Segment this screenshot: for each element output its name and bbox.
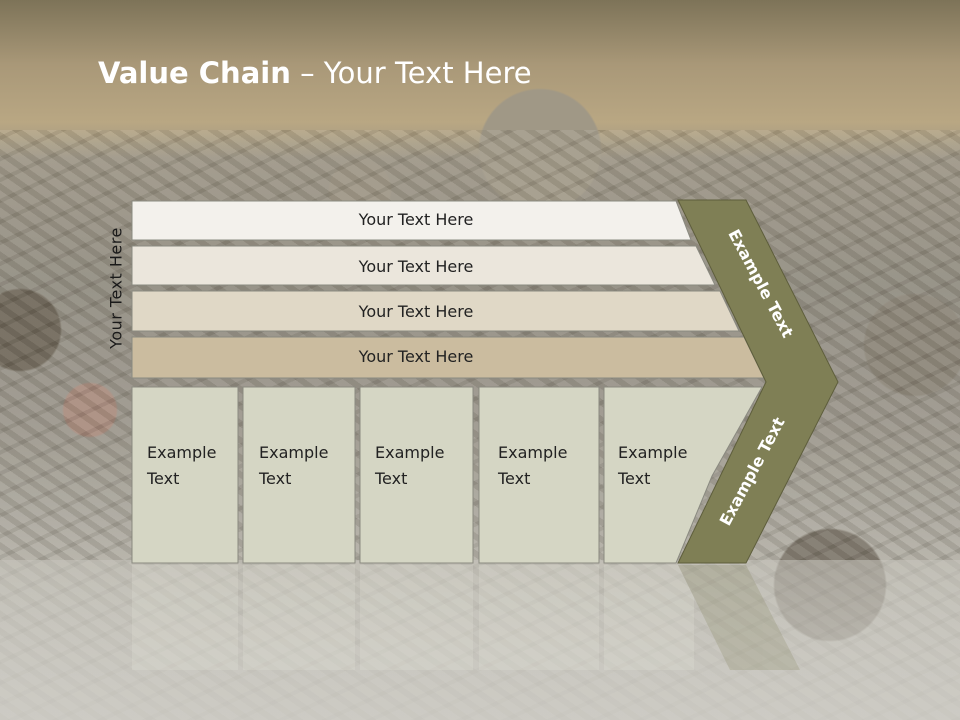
support-bar: Your Text Here (131, 336, 765, 379)
support-bars: Your Text Here Your Text Here Your Text … (131, 200, 765, 379)
support-bar-label: Your Text Here (358, 347, 474, 366)
support-bar: Your Text Here (131, 290, 740, 332)
svg-text:Example: Example (375, 443, 444, 462)
primary-column-box (603, 386, 763, 564)
primary-column: Example Text (242, 386, 356, 564)
columns-reflection (132, 565, 800, 670)
primary-column-line1: Example (147, 443, 216, 462)
primary-column-box (478, 386, 600, 564)
primary-column-line2: Text (258, 469, 291, 488)
support-bar-shape (131, 245, 716, 286)
svg-text:Text: Text (374, 469, 407, 488)
primary-column: Example Text (603, 386, 763, 564)
margin-arrow-shape (677, 199, 839, 564)
primary-column-box (359, 386, 474, 564)
title-rest: – Your Text Here (290, 56, 532, 90)
support-bar-label: Your Text Here (358, 210, 474, 229)
svg-text:Example: Example (618, 443, 687, 462)
primary-column: Example Text (359, 386, 474, 564)
svg-text:Text: Text (146, 469, 179, 488)
title-bold: Value Chain (98, 56, 291, 90)
primary-column-line2: Text (617, 469, 650, 488)
primary-column-box (131, 386, 239, 564)
support-bar: Your Text Here (131, 245, 716, 286)
primary-column-line1: Example (375, 443, 444, 462)
primary-column: Example Text (478, 386, 600, 564)
svg-text:Text: Text (617, 469, 650, 488)
support-bar-shape (131, 290, 740, 332)
margin-arrow: Example Text Example Text (677, 199, 839, 564)
support-bar-shape (131, 200, 692, 241)
background-fade (0, 560, 960, 720)
primary-column-line2: Text (146, 469, 179, 488)
primary-columns: Example Text Example Text Example Text E… (131, 386, 763, 564)
support-bar: Your Text Here (131, 200, 692, 241)
primary-column-line2: Text (497, 469, 530, 488)
support-bar-label: Your Text Here (358, 257, 474, 276)
primary-column-line1: Example (618, 443, 687, 462)
support-bar-label: Your Text Here (358, 302, 474, 321)
primary-column-line2: Text (374, 469, 407, 488)
primary-column-line1: Example (498, 443, 567, 462)
svg-text:Text: Text (497, 469, 530, 488)
primary-column-line1: Example (259, 443, 328, 462)
svg-text:Text: Text (258, 469, 291, 488)
svg-text:Example: Example (147, 443, 216, 462)
primary-column: Example Text (131, 386, 239, 564)
svg-text:Example: Example (498, 443, 567, 462)
slide-title: Value Chain – Your Text Here (98, 56, 532, 90)
svg-text:Example: Example (259, 443, 328, 462)
primary-column-box (242, 386, 356, 564)
